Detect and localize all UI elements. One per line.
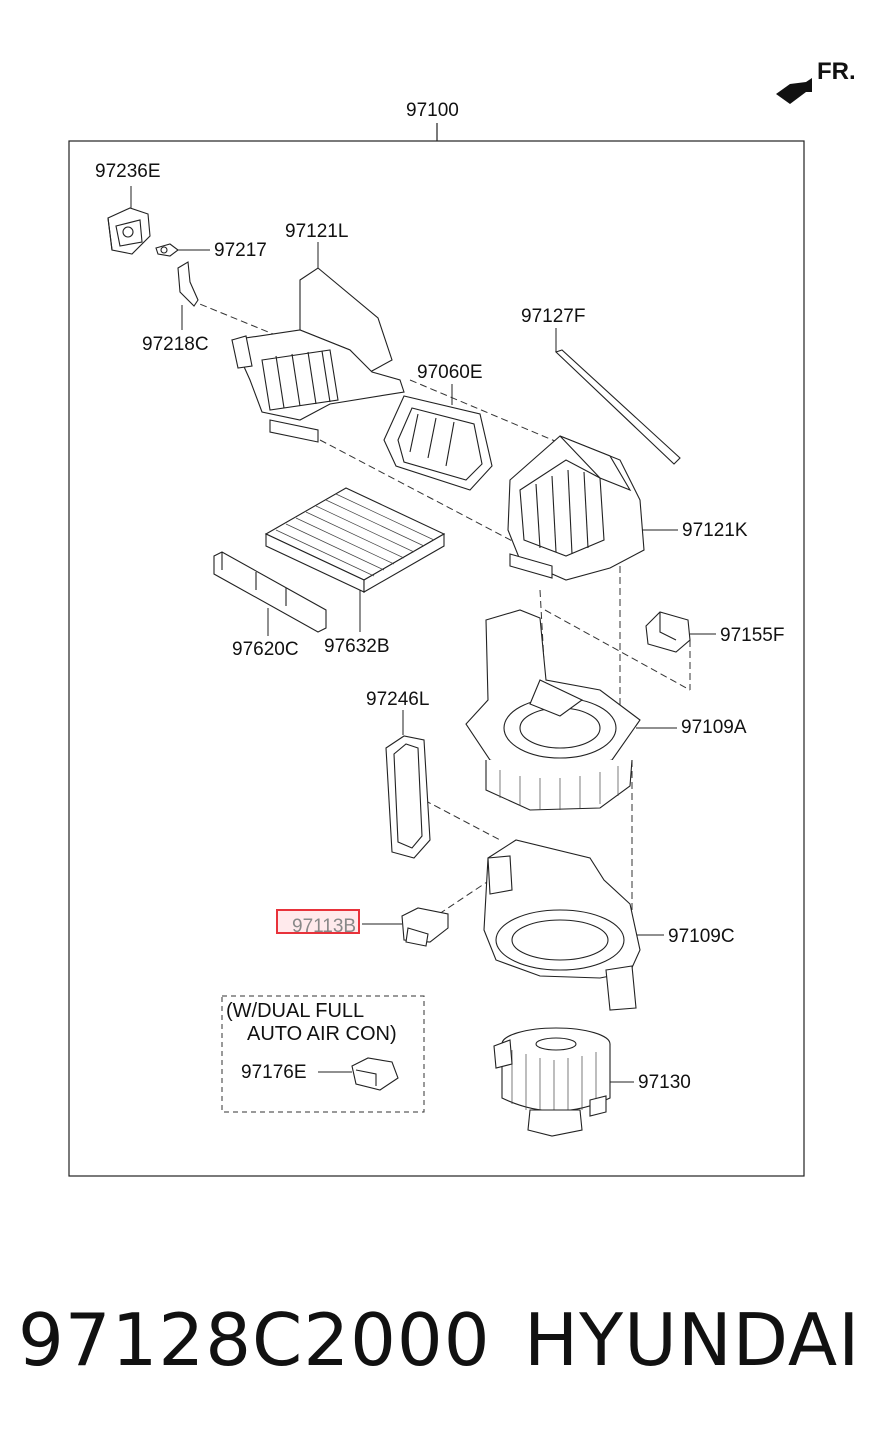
- part-label-97060e[interactable]: 97060E: [417, 362, 483, 383]
- part-label-97620c[interactable]: 97620C: [232, 639, 299, 660]
- case-97121k-icon: [507, 435, 645, 581]
- clip-97217-icon: [155, 243, 179, 257]
- part-label-97121k[interactable]: 97121K: [682, 520, 748, 541]
- front-arrow-icon: [776, 78, 812, 104]
- option-box: [221, 995, 425, 1113]
- leader-lines: [130, 186, 716, 1083]
- option-note-line2: AUTO AIR CON): [247, 1023, 397, 1045]
- resistor-97113b-icon: [401, 907, 449, 947]
- highlight-box: [276, 909, 360, 934]
- sensor-97155f-icon: [645, 611, 691, 653]
- part-label-97127f[interactable]: 97127F: [521, 306, 586, 327]
- part-label-97109c[interactable]: 97109C: [668, 926, 735, 947]
- module-97176e-icon: [351, 1057, 399, 1091]
- housing-97109a-icon: [465, 609, 641, 811]
- part-label-97218c[interactable]: 97218C: [142, 334, 209, 355]
- actuator-97236e-icon: [107, 207, 151, 255]
- part-label-97246l[interactable]: 97246L: [366, 689, 430, 710]
- part-label-97632b[interactable]: 97632B: [324, 636, 390, 657]
- footer-brand: HYUNDAI: [524, 1298, 861, 1382]
- assembly-frame: [68, 140, 805, 1177]
- cover-97620c-icon: [213, 551, 327, 633]
- seal-97127f-icon: [554, 349, 681, 465]
- footer-part-number: 97128C2000: [18, 1298, 491, 1382]
- link-97218c-icon: [177, 261, 199, 307]
- part-label-97130[interactable]: 97130: [638, 1072, 691, 1093]
- housing-97109c-icon: [483, 839, 641, 1011]
- motor-97130-icon: [493, 1027, 611, 1137]
- assembly-label: 97100: [406, 100, 459, 121]
- part-label-97155f[interactable]: 97155F: [720, 625, 785, 646]
- front-direction-label: FR.: [817, 58, 856, 85]
- highlighted-part-label[interactable]: 97113B: [292, 916, 357, 937]
- filter-97632b-icon: [264, 487, 446, 593]
- option-note-line1: (W/DUAL FULL: [226, 1000, 365, 1022]
- part-label-97236e[interactable]: 97236E: [95, 161, 161, 182]
- part-label-97121l[interactable]: 97121L: [285, 221, 349, 242]
- gasket-97246l-icon: [385, 735, 431, 859]
- part-label-97217[interactable]: 97217: [214, 240, 267, 261]
- seal-97060e-icon: [383, 395, 493, 491]
- part-label-97109a[interactable]: 97109A: [681, 717, 747, 738]
- case-97121l-icon: [231, 267, 405, 443]
- part-label-97176e[interactable]: 97176E: [241, 1062, 307, 1083]
